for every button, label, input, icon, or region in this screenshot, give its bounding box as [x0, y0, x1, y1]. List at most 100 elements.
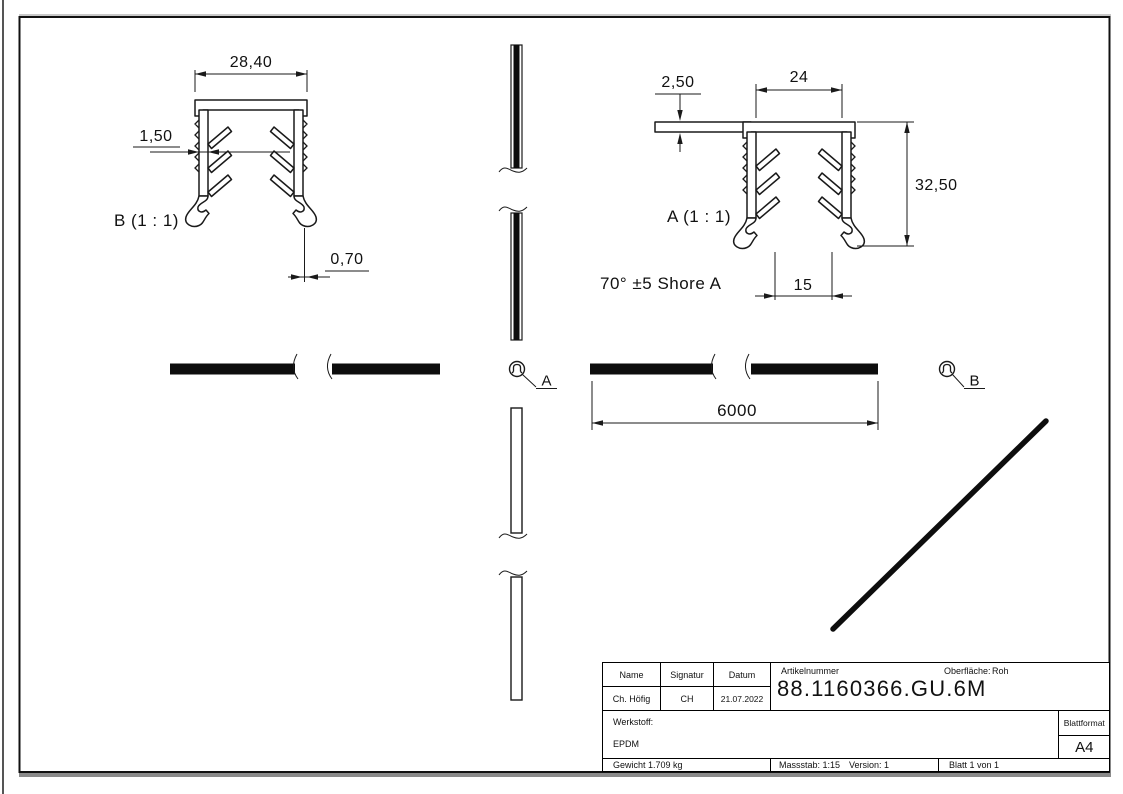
side-view-top-stripe-1	[513, 45, 520, 168]
callout-b-leader	[952, 374, 985, 389]
sheet-border	[18, 16, 1111, 773]
dim-2-50-lines	[655, 93, 701, 152]
signatur-header: Signatur	[670, 669, 704, 680]
detail-a-label: A (1 : 1)	[667, 207, 731, 226]
dim-1-50-arrow-right	[208, 149, 219, 155]
dim-24-text: 24	[790, 69, 809, 86]
callout-a-leader	[522, 374, 557, 389]
blattformat-value-cell: A4	[1058, 736, 1110, 759]
dim-2-50-arrow-bottom	[677, 133, 683, 144]
break-line	[498, 533, 528, 539]
callout-b-letter: B	[969, 373, 979, 390]
massstab-text: Massstab: 1:15	[779, 760, 841, 771]
mini-section-glyph	[511, 363, 523, 374]
dim-2-50-text: 2,50	[661, 74, 694, 91]
side-view-bottom-segment-1	[510, 407, 523, 534]
callout-a-letter: A	[541, 373, 551, 390]
name-header: Name	[619, 669, 644, 680]
werkstoff-value: EPDM	[613, 739, 640, 749]
oberflaeche-label: Oberfläche:	[944, 666, 991, 676]
oberflaeche-value: Roh	[992, 666, 1009, 676]
detail-callout-b: B	[938, 360, 985, 390]
break-line	[292, 353, 299, 380]
dim-32-50-text: 32,50	[915, 177, 958, 194]
dim-32-50-arrow-bottom	[904, 235, 910, 246]
border-shadow-top	[19, 14, 1111, 16]
blattformat-label-cell: Blattformat	[1058, 711, 1110, 736]
datum-header-cell: Datum	[714, 663, 771, 687]
name-value: Ch. Höfig	[612, 693, 651, 704]
dim-28-40-arrow-right	[296, 71, 307, 77]
signatur-header-cell: Signatur	[661, 663, 714, 687]
dim-24-arrow-left	[756, 87, 767, 93]
profile-section-a	[654, 121, 866, 250]
mini-section-glyph	[941, 363, 953, 374]
werkstoff-label: Werkstoff:	[613, 717, 654, 727]
name-value-cell: Ch. Höfig	[603, 687, 661, 711]
detail-view-b: 28,40 1,50 0,70 B (1 : 1)	[114, 54, 369, 282]
dim-6000-arrow-right	[867, 420, 878, 426]
break-line	[498, 206, 528, 212]
dim-24-arrow-right	[831, 87, 842, 93]
gewicht-text: Gewicht 1.709 kg	[613, 760, 683, 771]
blattformat-label: Blattformat	[1063, 718, 1105, 728]
shore-hardness-note: 70° ±5 Shore A	[600, 274, 722, 293]
dim-24-lines	[755, 84, 843, 118]
dim-15-text: 15	[794, 277, 813, 294]
border-shadow-bottom	[19, 773, 1111, 777]
artikelnummer-label: Artikelnummer	[781, 666, 840, 676]
gewicht-cell: Gewicht 1.709 kg	[603, 759, 771, 772]
artikelnummer-cell: Artikelnummer Oberfläche: Roh 88.1160366…	[771, 663, 1110, 711]
break-line	[498, 570, 528, 576]
front-view-right-segment-1	[590, 363, 713, 375]
werkstoff-cell: Werkstoff: EPDM	[603, 711, 1058, 759]
signatur-value: CH	[680, 693, 694, 704]
dim-15-arrow-right	[832, 293, 843, 299]
detail-view-a: 2,50 24 32,50 15 A (1 : 1) 70° ±5 Shore …	[600, 69, 958, 300]
detail-circle-b	[938, 360, 956, 378]
title-block: Name Signatur Datum Ch. Höfig CH 21.07.2…	[602, 662, 1110, 772]
dim-28-40-lines	[194, 70, 308, 92]
dim-1-50-arrow-left	[188, 149, 199, 155]
front-view-left	[170, 353, 440, 380]
front-view-right: 6000	[590, 353, 879, 430]
blatt-text: Blatt 1 von 1	[949, 760, 1000, 771]
break-line	[744, 353, 751, 380]
break-line	[326, 353, 333, 380]
dim-32-50-arrow-top	[904, 122, 910, 133]
side-view-top	[498, 44, 528, 341]
detail-b-label: B (1 : 1)	[114, 211, 179, 230]
dim-0-70-lines	[288, 270, 369, 278]
dim-1-50-lines	[133, 146, 290, 153]
dim-0-70-arrow-right	[307, 274, 318, 280]
name-header-cell: Name	[603, 663, 661, 687]
side-view-bottom-segment-2	[510, 576, 523, 701]
dim-32-50-lines	[857, 121, 914, 247]
datum-value: 21.07.2022	[720, 693, 764, 704]
page-edge-shadow-left	[2, 0, 4, 794]
dim-1-50-text: 1,50	[139, 128, 172, 145]
profile-a-flange	[654, 121, 752, 133]
dim-28-40-arrow-left	[195, 71, 206, 77]
dim-6000-text: 6000	[717, 401, 757, 420]
dim-6000-arrow-left	[592, 420, 603, 426]
break-line	[710, 353, 717, 380]
datum-header: Datum	[728, 669, 756, 680]
dim-0-70-text: 0,70	[330, 251, 363, 268]
datum-value-cell: 21.07.2022	[714, 687, 771, 711]
side-view-top-stripe-2	[513, 213, 520, 340]
dim-15-arrow-left	[764, 293, 775, 299]
blatt-cell: Blatt 1 von 1	[939, 759, 1109, 772]
massstab-cell: Massstab: 1:15 Version: 1	[771, 759, 939, 772]
front-view-left-segment-2	[332, 363, 440, 375]
dim-0-70-arrow-left	[291, 274, 302, 280]
version-text: Version: 1	[849, 760, 890, 771]
front-view-right-segment-2	[751, 363, 878, 375]
side-view-bottom	[498, 407, 528, 701]
break-line	[498, 167, 528, 173]
front-view-left-segment-1	[170, 363, 295, 375]
blattformat-value: A4	[1075, 738, 1094, 756]
signatur-value-cell: CH	[661, 687, 714, 711]
